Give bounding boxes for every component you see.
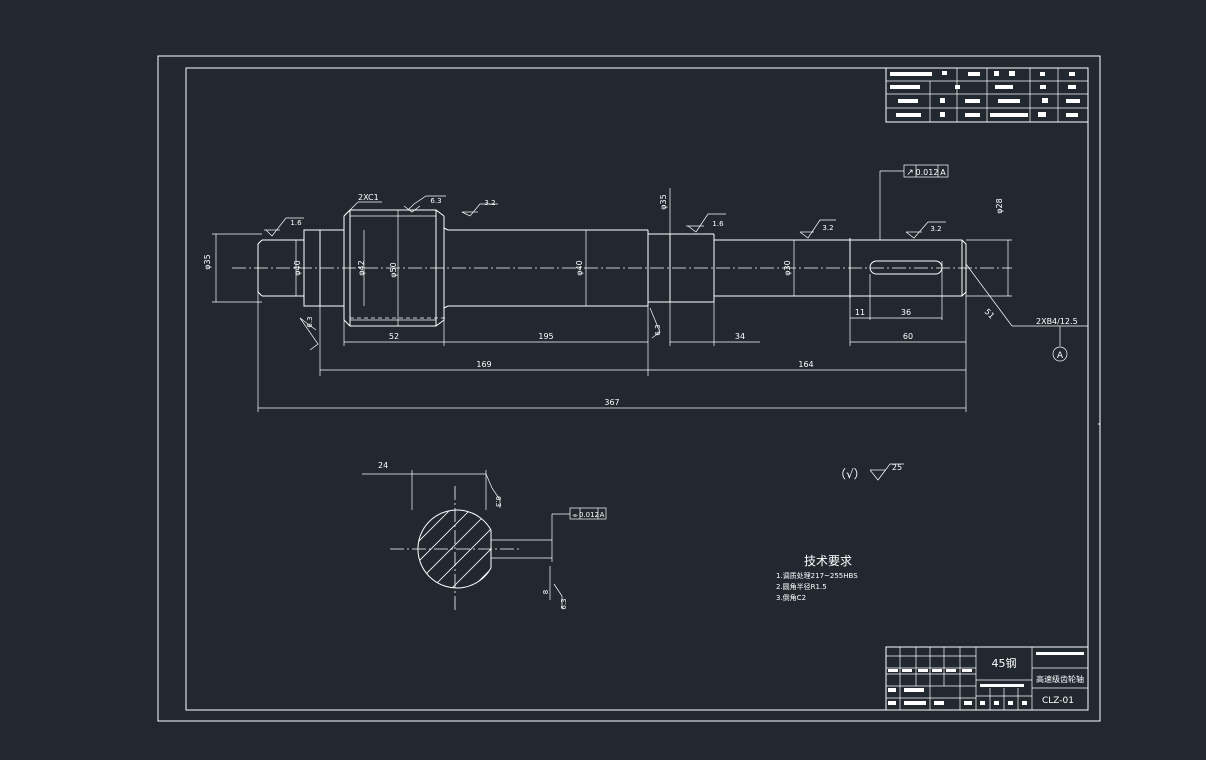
general-roughness: （√） 25 bbox=[834, 463, 904, 481]
section-view: 24 6.3 8 6.3 ⌯ 0.012 A bbox=[362, 461, 607, 612]
dim-34: 34 bbox=[735, 332, 745, 341]
svg-text:A: A bbox=[600, 511, 605, 519]
drawing-number: CLZ-01 bbox=[1042, 696, 1074, 706]
dim-51: 51 bbox=[983, 307, 997, 321]
tech-item-1: 1.调质处理217~255HBS bbox=[776, 571, 858, 580]
dim-60: 60 bbox=[903, 332, 913, 341]
dia-42: φ42 bbox=[357, 260, 366, 275]
shaft-main-view bbox=[232, 209, 1012, 327]
dim-52: 52 bbox=[389, 332, 399, 341]
dim-11: 11 bbox=[855, 308, 865, 317]
chamfer-callout: 2XC1 bbox=[343, 193, 382, 217]
dim-367: 367 bbox=[604, 398, 619, 407]
runout-value: 0.012 bbox=[916, 168, 939, 177]
svg-text:3.2: 3.2 bbox=[930, 225, 941, 233]
dia-35-left: φ35 bbox=[203, 254, 212, 269]
dia-30: φ30 bbox=[783, 260, 792, 275]
tech-item-3: 3.倒角C2 bbox=[776, 593, 806, 602]
datum-a-circle bbox=[1052, 346, 1068, 362]
dim-164: 164 bbox=[798, 360, 813, 369]
center-hole-spec: 2XB4/12.5 bbox=[1036, 317, 1078, 326]
runout-datum: A bbox=[940, 168, 946, 177]
part-name: 高速级齿轮轴 bbox=[1036, 674, 1084, 684]
dim-169: 169 bbox=[476, 360, 491, 369]
svg-text:6.3: 6.3 bbox=[494, 496, 502, 507]
general-roughness-value: 25 bbox=[892, 463, 902, 472]
svg-text:1.6: 1.6 bbox=[290, 219, 302, 227]
dim-36: 36 bbox=[901, 308, 911, 317]
dia-28: φ28 bbox=[995, 198, 1004, 213]
runout-tolerance-frame: ↗ 0.012 A bbox=[879, 164, 949, 240]
dim-195: 195 bbox=[538, 332, 553, 341]
svg-text:6.3: 6.3 bbox=[560, 598, 568, 609]
datum-a-label: A bbox=[1057, 351, 1064, 361]
roughness-symbols: 1.6 6.3 3.2 1.6 3.2 3.2 6.3 6.3 bbox=[264, 195, 946, 351]
dia-50: φ50 bbox=[389, 262, 398, 277]
chamfer-label: 2XC1 bbox=[358, 193, 379, 202]
keyway-depth-dim: 8 bbox=[542, 590, 550, 594]
title-block: 45钢 高速级齿轮轴 CLZ-01 bbox=[885, 646, 1089, 711]
parameter-table bbox=[885, 67, 1089, 123]
svg-text:6.3: 6.3 bbox=[306, 316, 314, 327]
symmetry-symbol-icon: ⌯ bbox=[572, 511, 578, 519]
keyway-width-dim: 24 bbox=[378, 461, 388, 470]
svg-text:6.3: 6.3 bbox=[430, 197, 441, 205]
tech-requirements-title: 技术要求 bbox=[804, 554, 852, 568]
main-dimensions: φ35 φ40 φ42 φ50 φ40 φ35 φ30 φ28 bbox=[203, 188, 1088, 412]
tech-requirements: 技术要求 1.调质处理217~255HBS 2.圆角半径R1.5 3.倒角C2 bbox=[776, 554, 858, 602]
runout-symbol-icon: ↗ bbox=[906, 168, 914, 178]
material-label: 45钢 bbox=[992, 657, 1017, 670]
dia-40-b: φ40 bbox=[575, 260, 584, 275]
tech-item-2: 2.圆角半径R1.5 bbox=[776, 582, 827, 591]
svg-text:0.012: 0.012 bbox=[579, 511, 599, 519]
dia-40-a: φ40 bbox=[293, 260, 302, 275]
svg-text:1.6: 1.6 bbox=[712, 220, 724, 228]
svg-text:6.3: 6.3 bbox=[654, 324, 662, 335]
dia-35-mid: φ35 bbox=[659, 194, 668, 209]
outer-border bbox=[157, 55, 1101, 722]
svg-text:3.2: 3.2 bbox=[822, 224, 833, 232]
keyway-slot bbox=[869, 260, 943, 275]
inner-border bbox=[185, 67, 1089, 711]
svg-text:3.2: 3.2 bbox=[484, 199, 495, 207]
general-roughness-prefix: （√） bbox=[834, 467, 866, 481]
